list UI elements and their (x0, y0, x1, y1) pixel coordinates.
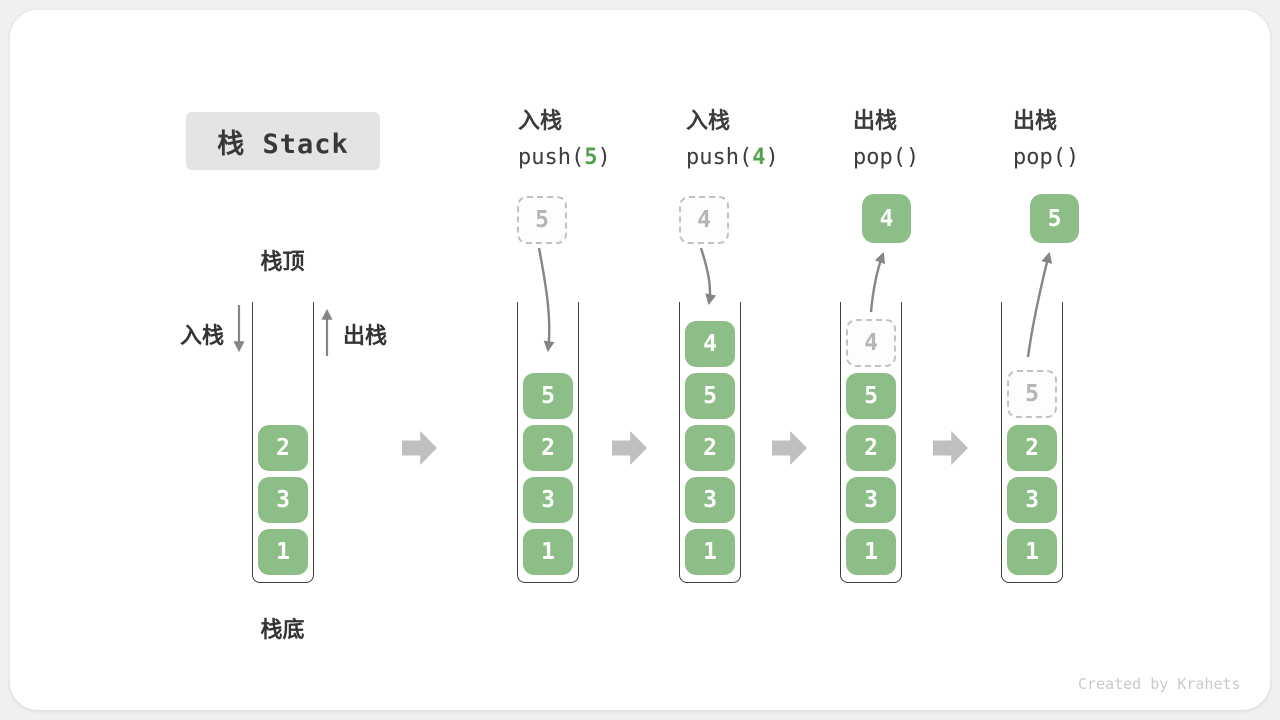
stack-container-4 (840, 302, 902, 583)
push-side-label: 入栈 (179, 324, 224, 349)
operation-name: 入栈 (518, 109, 563, 134)
stack-element: 2 (1007, 425, 1057, 471)
stack-element: 2 (258, 425, 308, 471)
stack-element: 5 (523, 373, 573, 419)
stack-element: 3 (258, 477, 308, 523)
removed-element-ghost: 4 (846, 319, 896, 367)
stack-element: 5 (846, 373, 896, 419)
stack-element: 2 (685, 425, 735, 471)
code-suffix: ) (1065, 145, 1080, 170)
stack-element: 5 (685, 373, 735, 419)
popped-element: 5 (1030, 194, 1079, 243)
code-prefix: push( (686, 145, 753, 170)
code-arg: 4 (752, 145, 766, 170)
operation-code: push(5) (518, 143, 678, 173)
code-prefix: push( (518, 145, 585, 170)
operation-name: 出栈 (853, 109, 898, 134)
stack-element: 3 (685, 477, 735, 523)
stack-element: 1 (846, 529, 896, 575)
stack-element: 3 (523, 477, 573, 523)
stack-element: 2 (846, 425, 896, 471)
incoming-element-ghost: 5 (517, 196, 567, 244)
stack-element: 1 (1007, 529, 1057, 575)
operation-code: push(4) (686, 143, 846, 173)
stack-bottom-label: 栈底 (260, 618, 305, 643)
code-suffix: ) (765, 145, 779, 170)
watermark: Created by Krahets (1078, 675, 1241, 693)
operation-name: 入栈 (686, 109, 731, 134)
stack-element: 1 (258, 529, 308, 575)
stack-container-1 (252, 302, 314, 583)
operation-code: pop() (853, 143, 1013, 173)
operation-label-pop-1: 出栈 pop() (853, 107, 1013, 173)
pop-side-label: 出栈 (342, 324, 387, 349)
stack-container-2 (517, 302, 579, 583)
page-title: 栈 Stack (217, 128, 349, 160)
incoming-element-ghost: 4 (679, 196, 729, 244)
operation-label-push-4: 入栈 push(4) (686, 107, 846, 173)
stack-element: 1 (685, 529, 735, 575)
title-box: 栈 Stack (186, 112, 380, 170)
stack-container-3 (679, 302, 741, 583)
code-suffix: ) (905, 145, 920, 170)
removed-element-ghost: 5 (1007, 370, 1057, 418)
stack-element: 3 (846, 477, 896, 523)
code-arg: 5 (584, 145, 598, 170)
popped-element: 4 (862, 194, 911, 243)
stack-element: 1 (523, 529, 573, 575)
operation-name: 出栈 (1013, 109, 1058, 134)
stack-element: 2 (523, 425, 573, 471)
operation-code: pop() (1013, 143, 1173, 173)
stack-top-label: 栈顶 (260, 250, 305, 275)
stack-container-5 (1001, 302, 1063, 583)
code-prefix: pop( (853, 145, 906, 170)
operation-label-pop-2: 出栈 pop() (1013, 107, 1173, 173)
code-prefix: pop( (1013, 145, 1066, 170)
stack-element: 4 (685, 321, 735, 367)
operation-label-push-5: 入栈 push(5) (518, 107, 678, 173)
stack-element: 3 (1007, 477, 1057, 523)
code-suffix: ) (597, 145, 611, 170)
